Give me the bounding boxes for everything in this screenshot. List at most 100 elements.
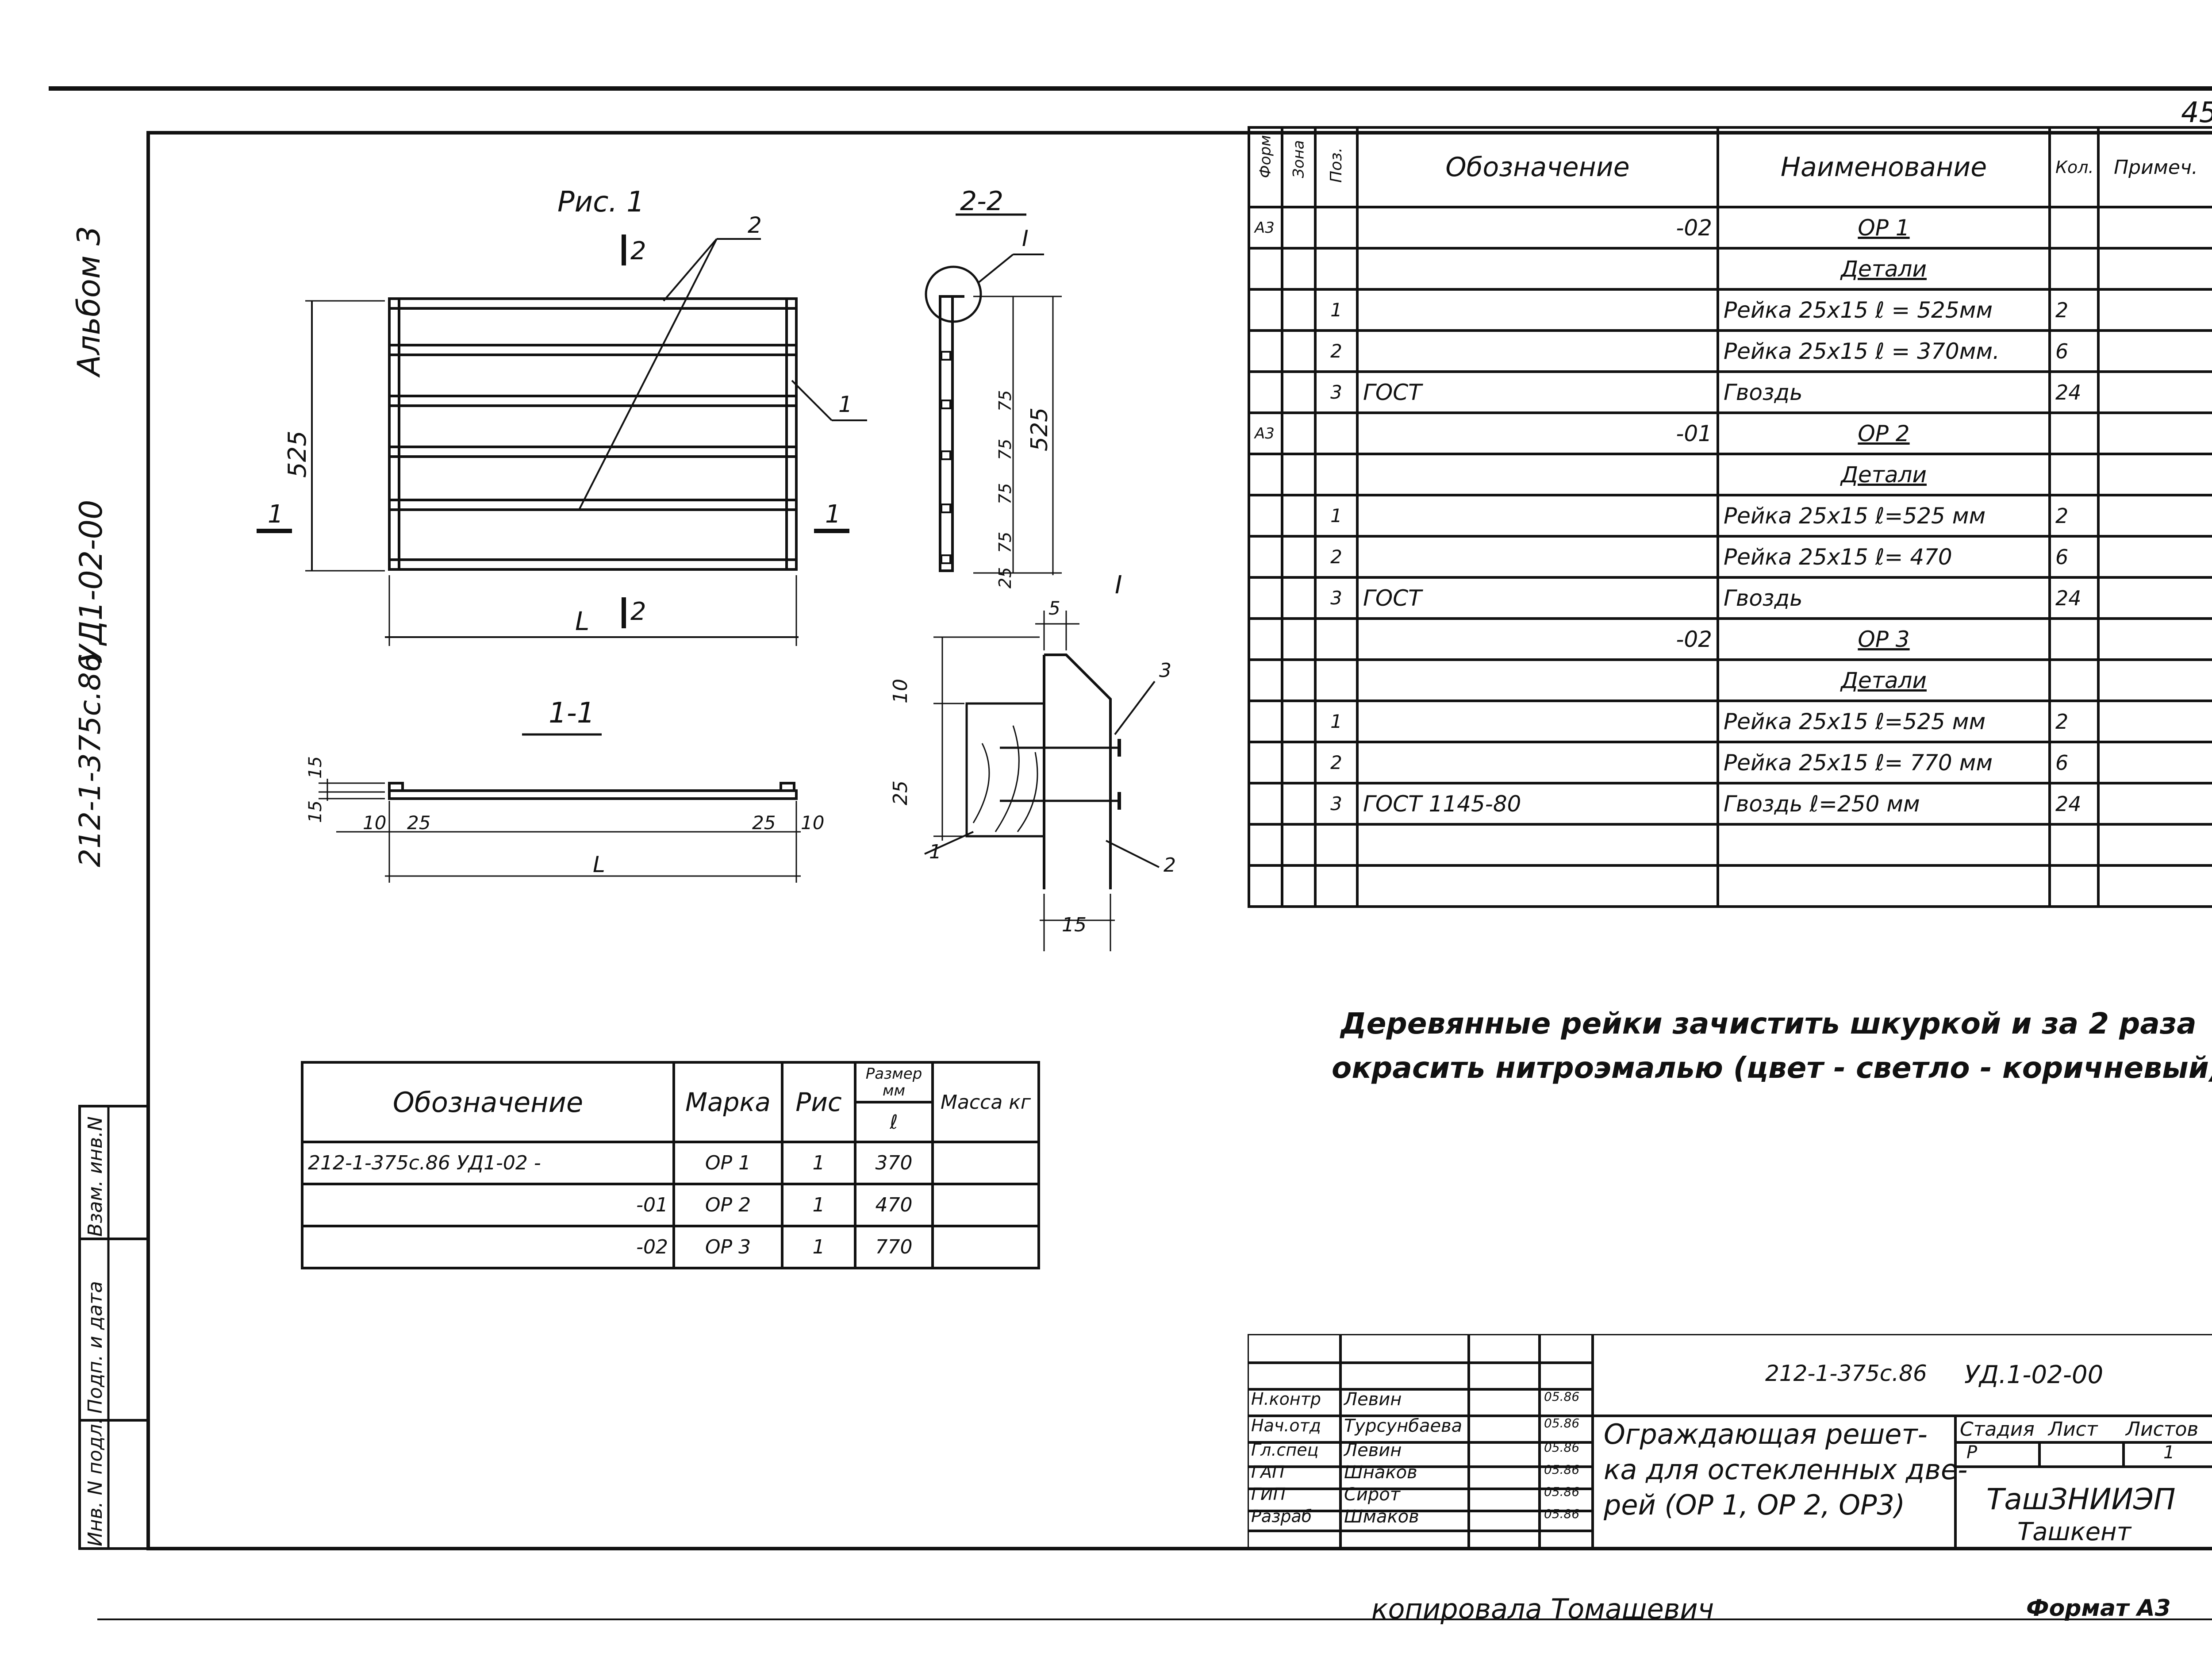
spec-cell-format: А3	[1248, 206, 1283, 250]
section-1-1-dim-15b: 15	[305, 800, 326, 823]
spec-cell-qty: 2	[2048, 288, 2100, 332]
section-1-1-dim-10-right: 10	[801, 812, 825, 834]
section-2-2-dim-75-4: 75	[995, 390, 1015, 411]
spec-cell-designation	[1356, 700, 1719, 743]
spec-cell-pos: 2	[1314, 329, 1359, 373]
spec-cell-name: Рейка 25х15 ℓ = 370мм.	[1717, 329, 2051, 373]
spec-cell-designation: ГОСТ	[1356, 370, 1719, 414]
spec-cell-note	[2097, 453, 2212, 496]
title-block-role: Гл.спец	[1251, 1440, 1319, 1460]
spec-cell-name: Гвоздь	[1717, 576, 2051, 620]
spec-row: Детали	[1248, 247, 2212, 291]
title-block-code: 212-1-375с.86	[1765, 1361, 1927, 1386]
figure-1-title: Рис. 1	[557, 186, 645, 219]
marks-header-fig: Рис	[781, 1061, 856, 1143]
spec-cell-zone	[1281, 700, 1317, 743]
spec-cell-qty: 6	[2048, 741, 2100, 784]
figure-1-grille	[257, 234, 867, 646]
spec-cell-name: Рейка 25х15 ℓ=525 мм	[1717, 700, 2051, 743]
note-line-2: окрасить нитроэмалью (цвет - светло - ко…	[1332, 1051, 2212, 1085]
marks-cell-mass	[931, 1225, 1040, 1269]
marks-header-mass: Масса кг	[931, 1061, 1040, 1143]
spec-cell-pos: 2	[1314, 535, 1359, 579]
title-block-date: 05.86	[1544, 1389, 1580, 1404]
marks-cell-fig: 1	[781, 1141, 856, 1185]
spec-cell-note	[2097, 782, 2212, 826]
title-block-name: Шмаков	[1344, 1507, 1419, 1527]
spec-cell-name: Рейка 25х15 ℓ=525 мм	[1717, 494, 2051, 538]
spec-cell-format	[1248, 782, 1283, 826]
spec-cell-name: ОР 2	[1717, 411, 2051, 455]
left-box-sign-label: Подп. и дата	[84, 1281, 107, 1414]
section-1-1-dim-25-right: 25	[752, 812, 776, 834]
spec-cell-qty	[2048, 206, 2100, 250]
spec-cell-pos: 3	[1314, 576, 1359, 620]
spec-cell-designation: -02	[1356, 617, 1719, 661]
spec-header-designation: Обозначение	[1356, 126, 1719, 208]
spec-cell-pos	[1314, 658, 1359, 702]
spec-cell-note	[2097, 411, 2212, 455]
title-block-organization: ТашЗНИИЭП	[1986, 1482, 2176, 1516]
spec-cell-format	[1248, 288, 1283, 332]
marks-cell-fig: 1	[781, 1225, 856, 1269]
node-I-callout-1: 1	[929, 841, 941, 863]
spec-cell-format	[1248, 617, 1283, 661]
node-I-dim-5: 5	[1048, 597, 1060, 619]
marks-cell-mark: ОР 1	[672, 1141, 783, 1185]
node-I-title: I	[1115, 571, 1122, 600]
spec-cell-zone	[1281, 206, 1317, 250]
spec-cell-pos: 3	[1314, 782, 1359, 826]
title-block-role: Разраб	[1251, 1507, 1312, 1526]
title-block-name: Левин	[1344, 1389, 1402, 1410]
spec-cell-designation	[1356, 453, 1719, 496]
title-block-name: Левин	[1344, 1440, 1402, 1461]
spec-cell-pos	[1314, 617, 1359, 661]
marks-cell-mark: ОР 2	[672, 1183, 783, 1227]
section-2-2-dim-75-2: 75	[995, 483, 1015, 504]
spec-cell-qty: 6	[2048, 535, 2100, 579]
spec-cell-name: ОР 1	[1717, 206, 2051, 250]
spec-cell-pos: 1	[1314, 700, 1359, 743]
spec-cell-note	[2097, 617, 2212, 661]
node-I-graphic	[924, 611, 1160, 951]
title-block-sheet-label: Лист	[2048, 1418, 2098, 1441]
spec-cell-designation: -01	[1356, 411, 1719, 455]
marks-cell-mark: ОР 3	[672, 1225, 783, 1269]
spec-cell-pos: 1	[1314, 288, 1359, 332]
spec-cell-pos	[1314, 411, 1359, 455]
section-1-1-dim-15a: 15	[305, 756, 326, 779]
spec-cell-note	[2097, 576, 2212, 620]
spec-cell-pos	[1314, 453, 1359, 496]
spec-row: Детали	[1248, 453, 2212, 496]
spec-cell-qty: 2	[2048, 700, 2100, 743]
spec-header-name: Наименование	[1717, 126, 2051, 208]
marks-header-mark: Марка	[672, 1061, 783, 1143]
spec-cell-name: ОР 3	[1717, 617, 2051, 661]
marks-cell-fig: 1	[781, 1183, 856, 1227]
spec-cell-name	[1717, 864, 2051, 908]
left-box-replace-label: Взам. инв.N	[84, 1116, 107, 1237]
spec-cell-qty: 24	[2048, 782, 2100, 826]
spec-cell-name: Рейка 25х15 ℓ = 525мм	[1717, 288, 2051, 332]
spec-cell-qty: 6	[2048, 329, 2100, 373]
spec-cell-designation	[1356, 329, 1719, 373]
figure-1-section-mark-right: 1	[825, 500, 841, 529]
section-1-1-title: 1-1	[549, 697, 595, 730]
spec-cell-format	[1248, 247, 1283, 291]
spec-cell-pos: 1	[1314, 494, 1359, 538]
spec-cell-name: Детали	[1717, 247, 2051, 291]
title-block-date: 05.86	[1544, 1440, 1580, 1455]
marks-cell-designation: -01	[301, 1183, 675, 1227]
spec-cell-qty: 24	[2048, 370, 2100, 414]
figure-1-section-mark-top: 2	[630, 237, 646, 265]
spec-cell-note	[2097, 494, 2212, 538]
left-margin-album: Альбом 3	[71, 226, 107, 376]
